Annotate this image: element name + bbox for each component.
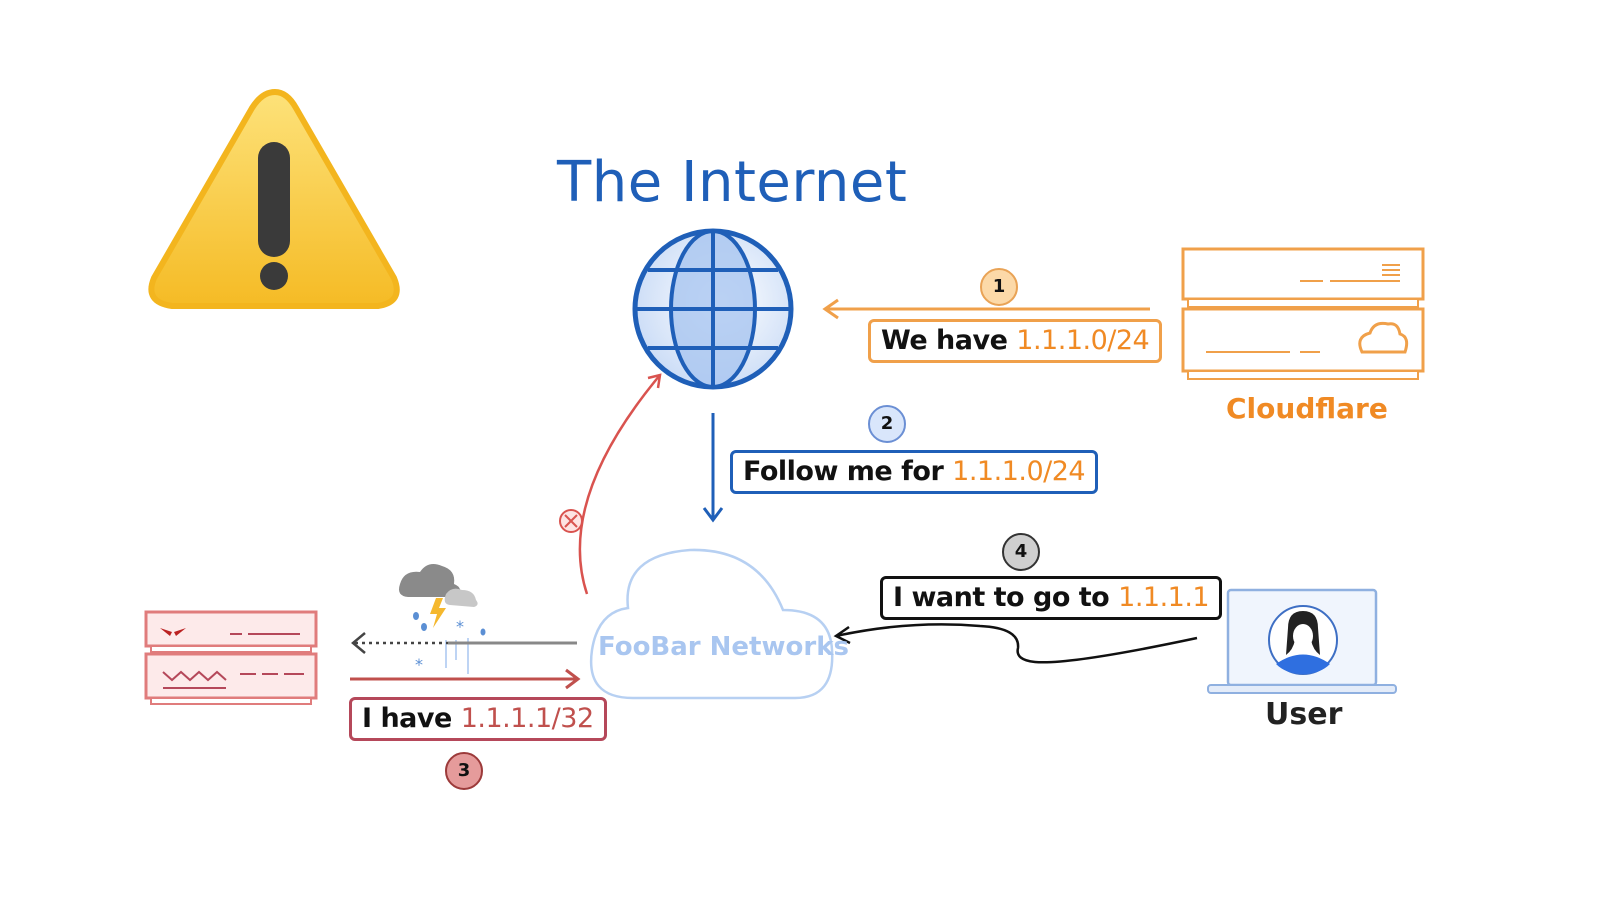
message-prefix: I have [362,703,461,734]
message-i-have: I have 1.1.1.1/32 [349,697,607,741]
cloudflare-server-icon [1181,247,1425,380]
announce-arrow-1 [822,298,1150,320]
route-arrow-2 [702,413,724,523]
message-prefix-highlight: 1.1.1.0/24 [1016,325,1150,356]
user-label: User [1265,697,1343,732]
step-badge-3: 3 [445,752,483,790]
page-title: The Internet [557,150,908,215]
laptop-user-icon [1207,588,1397,694]
message-follow-me: Follow me for 1.1.1.0/24 [730,450,1099,494]
message-want-to-go: I want to go to 1.1.1.1 [880,576,1223,620]
step-badge-1: 1 [980,268,1018,306]
message-prefix: I want to go to [893,582,1119,613]
blocked-x-icon [559,509,583,533]
foobar-cloud-icon [589,548,834,700]
message-prefix: We have [881,325,1017,356]
step-badge-4: 4 [1002,533,1040,571]
message-prefix-highlight: 1.1.1.1/32 [460,703,594,734]
svg-text:*: * [415,655,423,674]
attacker-server-icon [144,610,318,705]
globe-icon [632,228,794,390]
warning-icon [148,88,400,309]
blocked-path [578,373,662,595]
message-prefix-highlight: 1.1.1.0/24 [952,456,1086,487]
hijack-arrow-3 [350,668,581,690]
storm-cloud-icon: * * [399,564,486,674]
message-prefix: Follow me for [743,456,953,487]
step-badge-2: 2 [868,405,906,443]
message-prefix-highlight: 1.1.1.1 [1118,582,1210,613]
svg-text:*: * [456,617,464,636]
foobar-networks-label: FooBar Networks [598,632,849,662]
message-we-have: We have 1.1.1.0/24 [868,319,1163,363]
degraded-path [351,632,577,654]
cloudflare-label: Cloudflare [1226,392,1388,425]
user-request-arrow-4 [833,623,1198,664]
